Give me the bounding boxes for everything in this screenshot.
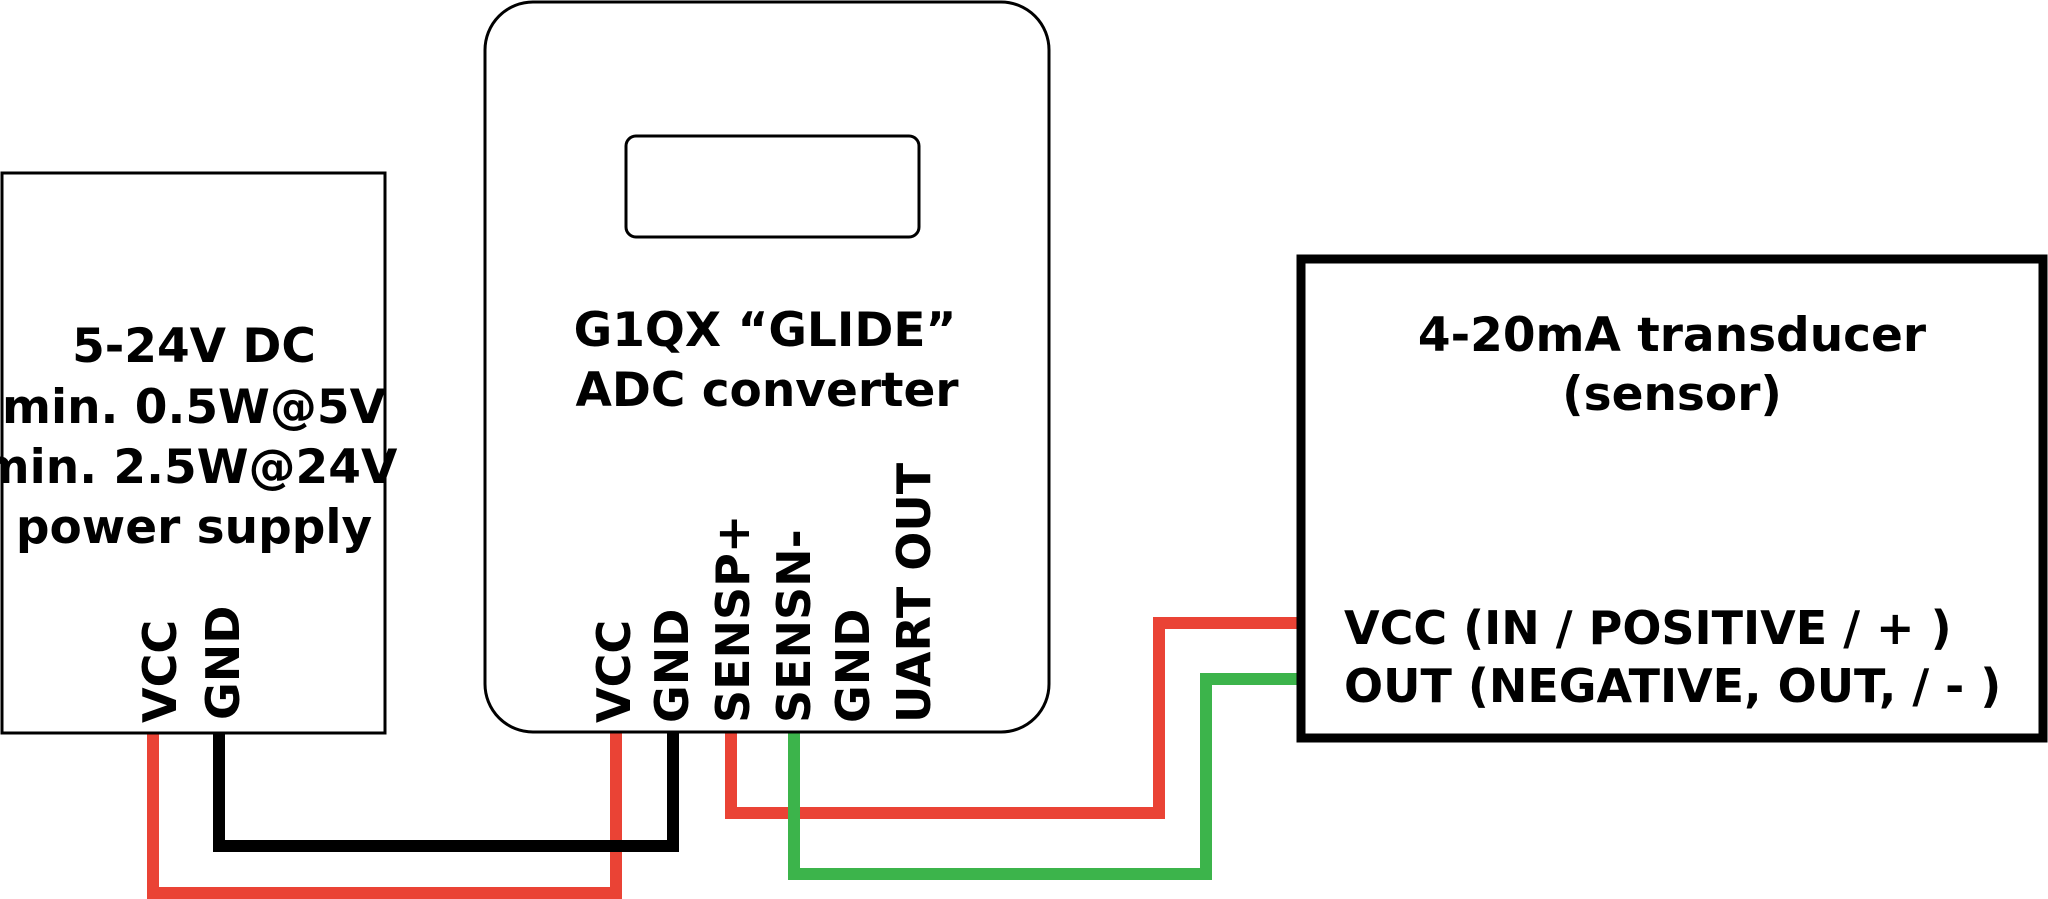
transducer-pin-vcc: VCC (IN / POSITIVE / + )	[1344, 601, 1952, 655]
transducer-pin-out: OUT (NEGATIVE, OUT, / - )	[1344, 659, 2001, 713]
power-supply-pin-vcc: VCC	[133, 620, 187, 723]
power-supply-box	[0, 171, 387, 735]
adc-pin-gnd: GND	[645, 609, 699, 723]
power-supply-line-1: 5-24V DC	[72, 319, 316, 374]
adc-pin-gnd-2: GND	[826, 609, 880, 723]
transducer-title-line-2: (sensor)	[1562, 367, 1782, 422]
adc-pin-uart-out: UART OUT	[887, 462, 941, 723]
wire-power-vcc-to-adc-vcc	[147, 733, 622, 899]
transducer-box	[1296, 254, 2048, 743]
adc-pin-sensp: SENSP+	[706, 515, 760, 723]
power-supply-line-3: min. 2.5W@24V	[0, 440, 398, 495]
adc-pin-vcc: VCC	[587, 620, 641, 723]
adc-display-window	[624, 134, 921, 239]
power-supply-line-4: power supply	[16, 500, 372, 555]
wire-power-gnd-to-adc-gnd	[213, 733, 679, 852]
power-supply-pin-gnd: GND	[196, 606, 250, 720]
wire-sensp-to-transducer-vcc	[725, 617, 1298, 819]
transducer-title-line-1: 4-20mA transducer	[1418, 308, 1927, 363]
adc-title-line-1: G1QX “GLIDE”	[574, 303, 957, 358]
adc-title-line-2: ADC converter	[575, 363, 959, 418]
adc-pin-sensn: SENSN-	[767, 529, 821, 723]
wire-sensn-to-transducer-out	[788, 673, 1298, 880]
power-supply-line-2: min. 0.5W@5V	[2, 380, 387, 435]
